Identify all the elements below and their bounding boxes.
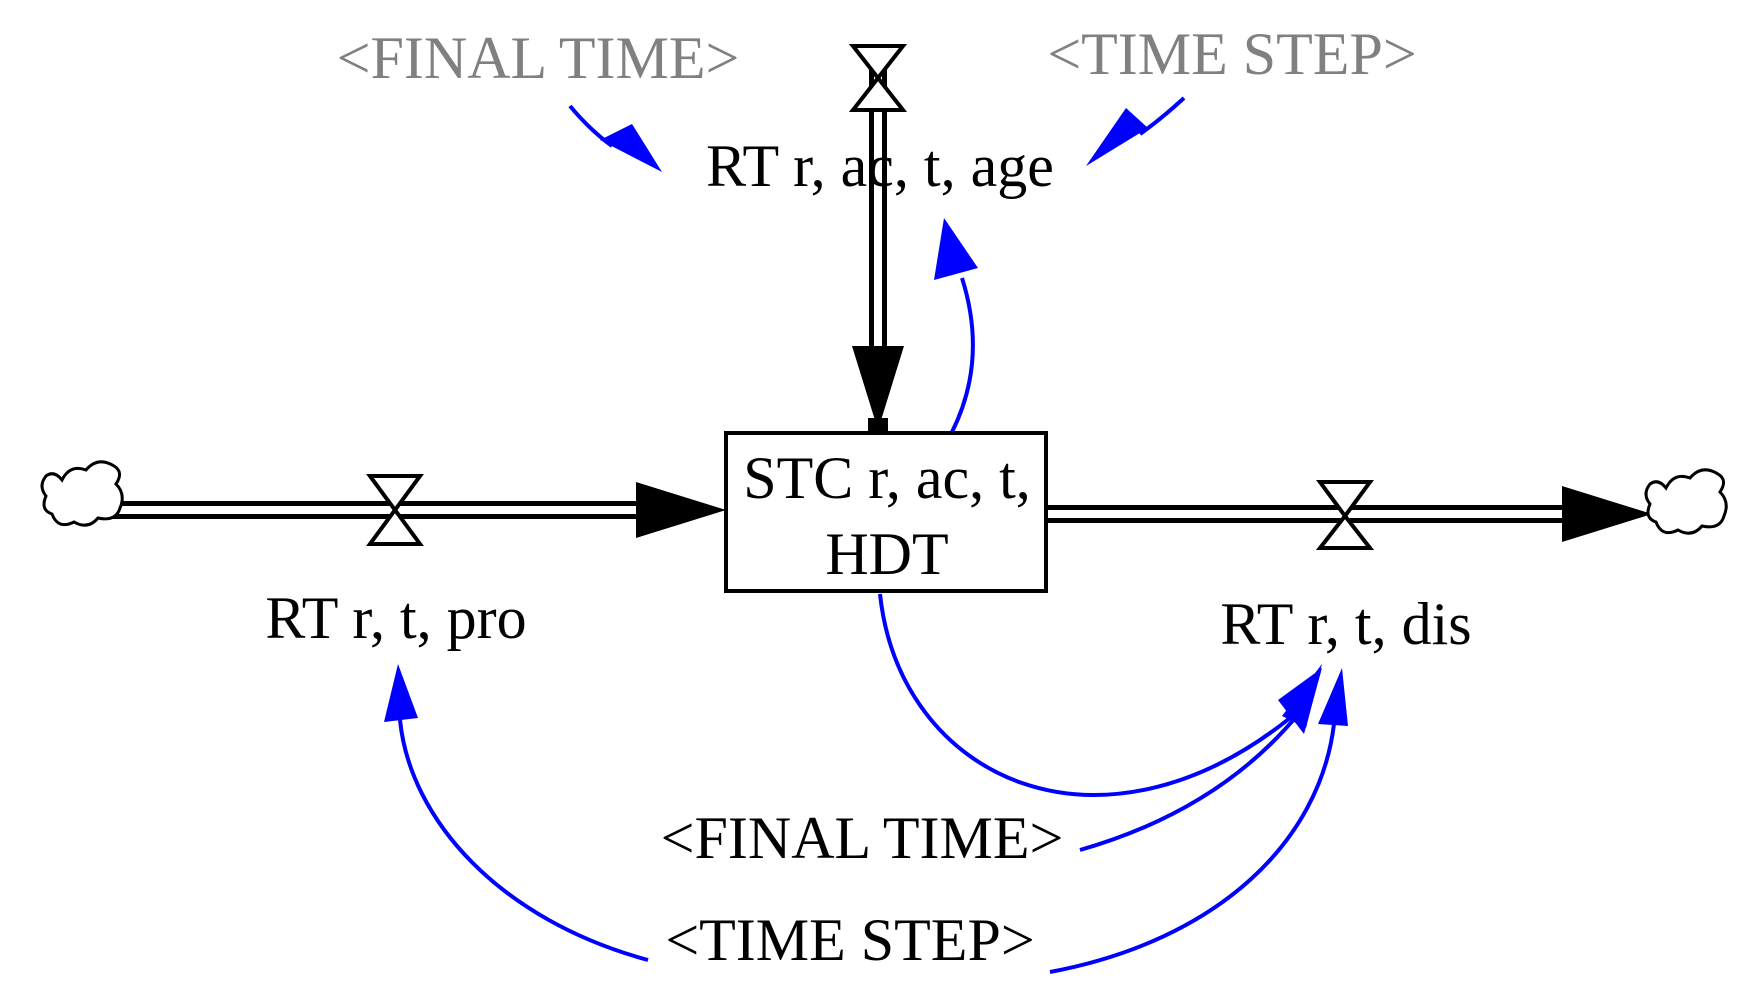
link-time-step-to-aging — [1138, 96, 1186, 136]
stock-label-line2: HDT — [825, 521, 948, 587]
stock-box — [724, 431, 1048, 593]
link-time-step-to-outflow — [1049, 723, 1336, 974]
bottom-time-step-shadow[interactable]: <TIME STEP> — [665, 907, 1034, 973]
link-stock-to-aging-arrowhead — [934, 218, 978, 280]
aging-arrowhead — [852, 346, 904, 430]
info-links — [384, 96, 1348, 974]
aging-valve-icon — [848, 44, 908, 112]
link-stock-to-outflow — [878, 593, 1292, 797]
outflow-arrowhead — [1562, 486, 1652, 542]
link-final-time-to-outflow-arrowhead — [1282, 664, 1322, 728]
top-time-step-shadow[interactable]: <TIME STEP> — [1047, 21, 1416, 87]
stock[interactable]: STC r, ac, t, HDT — [724, 431, 1048, 593]
source-cloud-icon — [40, 460, 124, 527]
outflow-pipe — [1044, 486, 1652, 542]
bottom-final-time-shadow[interactable]: <FINAL TIME> — [661, 805, 1064, 871]
aging-pipe — [852, 60, 904, 432]
inflow-valve-icon — [366, 474, 424, 546]
link-time-step-to-inflow — [398, 719, 649, 962]
link-time-step-to-outflow-arrowhead — [1318, 668, 1348, 726]
link-final-time-to-outflow — [1079, 710, 1302, 852]
top-final-time-shadow[interactable]: <FINAL TIME> — [337, 25, 740, 91]
stock-label-line1: STC r, ac, t, — [743, 445, 1031, 511]
inflow-pipe — [112, 482, 726, 538]
link-time-step-to-aging-arrowhead — [1086, 108, 1148, 166]
sink-cloud-icon — [1644, 468, 1728, 535]
link-stock-to-aging — [950, 277, 975, 433]
inflow-label[interactable]: RT r, t, pro — [265, 585, 526, 651]
inflow-arrowhead — [636, 482, 726, 538]
outflow-valve-icon — [1315, 480, 1375, 550]
link-final-time-to-aging-arrowhead — [600, 124, 662, 172]
link-time-step-to-inflow-arrowhead — [384, 664, 418, 722]
outflow-label[interactable]: RT r, t, dis — [1220, 591, 1471, 657]
aging-label[interactable]: RT r, ac, t, age — [706, 133, 1054, 199]
